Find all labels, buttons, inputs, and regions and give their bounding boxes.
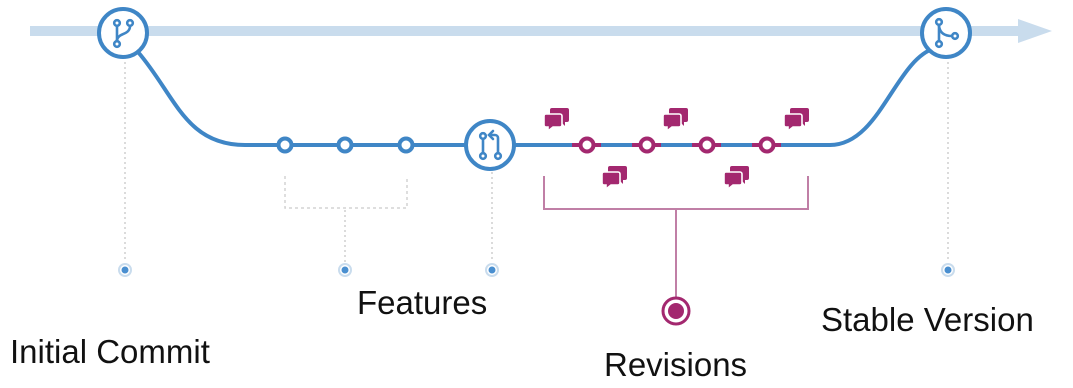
- initial-commit-node: [97, 7, 149, 59]
- comment-bubbles-icon: [543, 107, 570, 132]
- comment-bubbles-icon: [662, 107, 689, 132]
- comment-bubbles-icon: [783, 107, 810, 132]
- main-branch-band: [30, 26, 1020, 36]
- feature-branch-line: [136, 46, 936, 147]
- milestone-dot-stable: [941, 263, 955, 277]
- comment-bubbles-icon: [601, 165, 628, 190]
- revision-commits: [578, 136, 776, 154]
- merge-icon: [934, 17, 960, 49]
- milestone-dot-initial: [118, 263, 132, 277]
- revision-commit: [698, 136, 716, 154]
- main-branch-arrowhead: [1018, 19, 1052, 43]
- main-branch: [30, 19, 1052, 43]
- feature-commit: [397, 136, 415, 154]
- milestone-dot-pull-request: [485, 263, 499, 277]
- milestone-dot-revisions: [661, 296, 691, 326]
- pull-request-icon: [478, 129, 503, 161]
- pull-request-node: [464, 119, 516, 171]
- milestone-dot-features: [338, 263, 352, 277]
- revision-commit: [578, 136, 596, 154]
- milestone-dots: [118, 263, 955, 326]
- features-bracket: [284, 176, 408, 209]
- features-label: Features: [357, 284, 488, 321]
- comment-bubbles-icon: [723, 165, 750, 190]
- feature-commit: [276, 136, 294, 154]
- revisions-label: Revisions: [604, 346, 748, 383]
- revision-commit: [638, 136, 656, 154]
- branch-fork-icon: [112, 18, 135, 49]
- stable-version-label: Stable Version: [821, 301, 1034, 338]
- revisions-bracket: [543, 176, 809, 298]
- guide-lines: [124, 62, 949, 262]
- revision-commit: [758, 136, 776, 154]
- stable-version-node: [920, 7, 972, 59]
- initial-commit-label: Initial Commit: [10, 333, 210, 370]
- feature-commit: [336, 136, 354, 154]
- feature-commits: [276, 136, 415, 154]
